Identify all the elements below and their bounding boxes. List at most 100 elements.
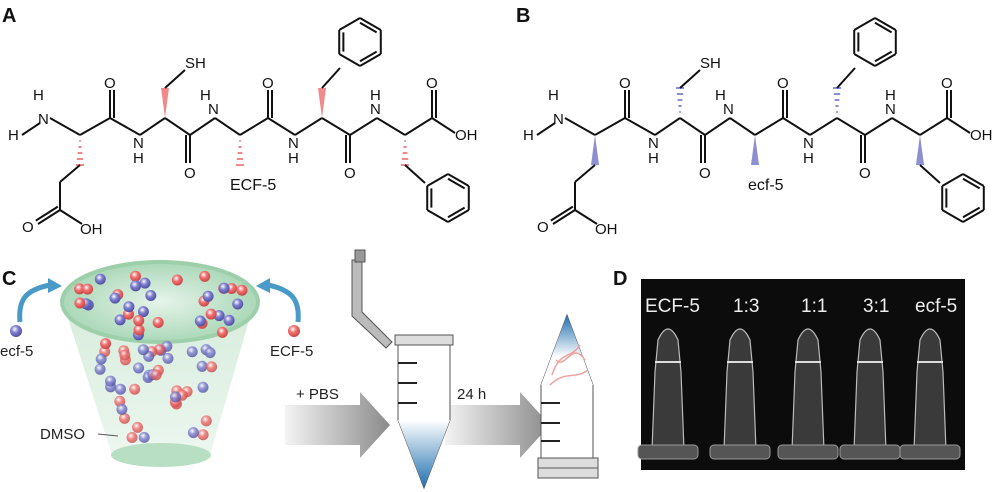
sample-label: ECF-5 xyxy=(645,296,700,317)
bond xyxy=(359,50,378,63)
vial xyxy=(791,328,825,451)
bond xyxy=(941,173,964,187)
ECF5-particle xyxy=(119,349,131,361)
atom-h: H xyxy=(523,127,534,144)
bond xyxy=(729,117,756,136)
bond xyxy=(59,164,81,183)
add-pbs-arrow-icon xyxy=(285,392,390,458)
atom-n: N xyxy=(133,135,144,152)
atom-h: H xyxy=(648,150,659,167)
ECF5-particle xyxy=(82,283,94,295)
bond xyxy=(321,117,351,136)
bond xyxy=(321,67,341,89)
atom-oh: OH xyxy=(80,221,103,238)
ECF5-particle xyxy=(199,270,211,282)
bond xyxy=(574,209,598,225)
bond xyxy=(349,117,378,136)
bond xyxy=(919,117,948,136)
ECF5-particle xyxy=(200,415,212,427)
vial-cap-rim xyxy=(709,444,771,460)
bond xyxy=(962,209,985,223)
ecf5-particle xyxy=(130,280,142,292)
ECF5-particle xyxy=(197,429,209,441)
bond xyxy=(59,209,83,225)
stereo-wedge xyxy=(318,88,326,118)
bond xyxy=(426,209,449,223)
ecf5-particle xyxy=(139,277,151,289)
bond xyxy=(874,17,897,31)
bond xyxy=(962,177,981,190)
ecf5-particle xyxy=(197,381,209,393)
ECF5-particle xyxy=(126,432,138,443)
atom-h: H xyxy=(33,87,44,104)
vial-row xyxy=(637,328,961,460)
atom-o: O xyxy=(859,165,871,182)
stereo-wedge xyxy=(161,88,169,118)
bond xyxy=(919,164,941,184)
bond xyxy=(404,117,433,136)
bond xyxy=(21,122,41,136)
bond xyxy=(836,67,856,89)
bond xyxy=(359,53,382,67)
atom-n: N xyxy=(648,135,659,152)
bond xyxy=(574,164,596,183)
ecf5-particle xyxy=(137,306,149,318)
sample-label: 1:3 xyxy=(733,296,759,317)
ECF5-particle xyxy=(205,308,217,320)
bond xyxy=(782,117,811,136)
vial-cap-rim xyxy=(637,444,699,460)
atom-h: H xyxy=(715,87,726,104)
bond xyxy=(109,117,141,136)
ecf5-particle xyxy=(138,431,150,443)
ecf5-legend-label: ecf-5 xyxy=(0,343,33,360)
bond xyxy=(164,117,191,136)
ECF5-particle xyxy=(206,361,218,373)
bond xyxy=(853,17,876,31)
bond xyxy=(891,117,921,136)
atom-o: O xyxy=(426,75,438,92)
ecf5-particle xyxy=(186,346,198,358)
bond xyxy=(853,53,876,67)
ecf5-particle xyxy=(115,383,126,395)
arrow-ecf5-in-icon xyxy=(17,282,51,323)
stereo-wedge xyxy=(916,135,924,165)
ECF5-legend-label: ECF-5 xyxy=(270,343,313,360)
ecf5-particle xyxy=(194,315,206,327)
atom-n: N xyxy=(38,111,49,128)
bond xyxy=(754,117,784,136)
bond xyxy=(447,173,470,187)
bond xyxy=(550,205,574,222)
vial-cap-rim xyxy=(777,444,839,460)
bond xyxy=(941,209,964,223)
ecf5-particle xyxy=(223,314,235,326)
ECF5-particle xyxy=(236,284,248,296)
ecf5-particle xyxy=(162,352,174,364)
bond xyxy=(536,122,556,136)
bond xyxy=(624,117,656,136)
arrowhead-icon xyxy=(256,278,270,293)
bond xyxy=(447,177,466,190)
atom-o: O xyxy=(262,75,274,92)
stereo-wedge xyxy=(591,135,599,165)
bond xyxy=(338,17,361,31)
ecf5-particle xyxy=(114,314,126,326)
ECF5-particle xyxy=(74,297,86,309)
sample-label: ecf-5 xyxy=(915,296,957,317)
bond xyxy=(874,21,893,34)
ECF5-particle xyxy=(132,421,143,433)
atom-n: N xyxy=(288,135,299,152)
bond xyxy=(294,117,323,136)
atom-o: O xyxy=(619,75,631,92)
incubate-time-label: 24 h xyxy=(457,386,486,403)
atom-n: N xyxy=(723,101,734,118)
peptide-particles xyxy=(74,270,248,443)
bond xyxy=(654,117,681,136)
bond xyxy=(447,206,466,219)
ECF5-particle xyxy=(130,270,141,282)
bond xyxy=(431,117,456,134)
bond xyxy=(946,117,971,134)
panel-label-b: B xyxy=(516,5,530,27)
bond xyxy=(679,69,701,89)
